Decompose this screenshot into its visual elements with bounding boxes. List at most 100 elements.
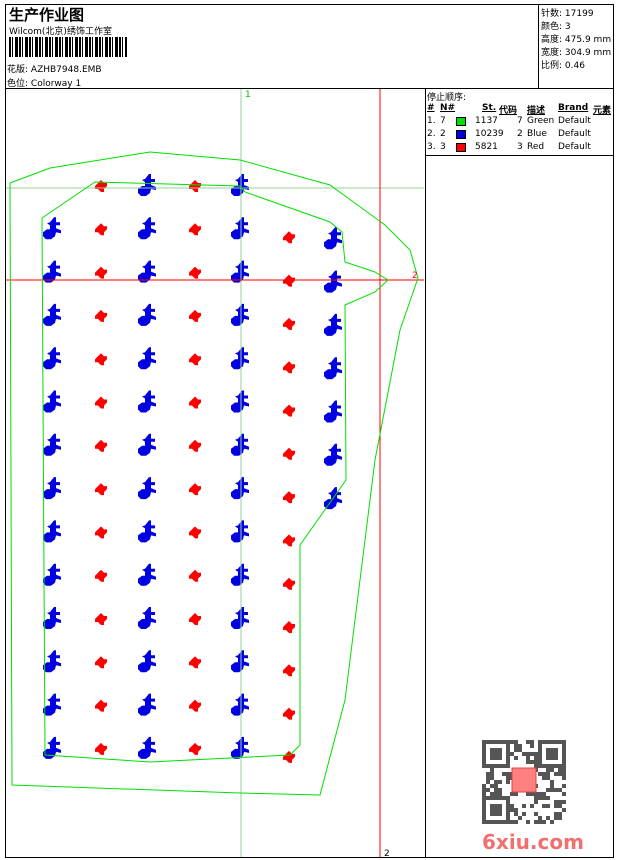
divider xyxy=(425,155,614,156)
blue-motif xyxy=(138,303,156,326)
blue-motif xyxy=(43,477,61,500)
red-motif xyxy=(283,534,295,547)
design-label: 花版: xyxy=(7,65,29,75)
cell-code: 3 xyxy=(517,142,523,152)
red-motif xyxy=(95,656,107,669)
cell-brand: Default xyxy=(558,129,591,139)
red-motif xyxy=(189,569,201,582)
red-motif xyxy=(95,699,107,712)
red-motif xyxy=(283,317,295,330)
blue-motif xyxy=(231,607,249,629)
blue-motif xyxy=(138,563,156,586)
blue-motif xyxy=(231,520,249,543)
guide-label-1: 1 xyxy=(245,90,251,100)
red-motif xyxy=(189,699,201,712)
cell-idx: 3. xyxy=(427,142,436,152)
blue-motif xyxy=(138,433,156,456)
design-name: 花版: AZHB7948.EMB xyxy=(7,62,102,75)
cell-desc: Blue xyxy=(527,129,547,139)
blue-motif xyxy=(324,357,342,380)
qr-code xyxy=(482,740,566,824)
blue-motif xyxy=(231,477,249,500)
red-motif xyxy=(283,577,295,590)
barcode xyxy=(9,37,127,57)
red-motif xyxy=(283,491,295,504)
color-swatch xyxy=(456,143,466,152)
cell-desc: Green xyxy=(527,116,555,126)
blue-motif xyxy=(138,607,156,629)
red-motif xyxy=(283,404,295,417)
red-motif xyxy=(189,396,201,409)
blue-motif xyxy=(231,390,249,413)
cell-idx: 1. xyxy=(427,116,436,126)
red-motif xyxy=(189,656,201,669)
red-motif xyxy=(189,439,201,452)
blue-motif xyxy=(231,217,249,240)
cell-st: 10239 xyxy=(475,129,504,139)
red-motif xyxy=(189,526,201,539)
blue-motif xyxy=(138,390,156,413)
blue-motif xyxy=(43,347,61,370)
red-motif xyxy=(189,223,201,236)
cell-idx: 2. xyxy=(427,129,436,139)
blue-motif xyxy=(324,313,342,336)
cell-st: 5821 xyxy=(475,142,498,152)
blue-motif xyxy=(138,520,156,543)
inner-outline xyxy=(41,181,389,763)
cell-st: 1137 xyxy=(475,116,498,126)
stat-width: 宽度: 304.9 mm xyxy=(541,48,612,58)
blue-motif xyxy=(43,260,61,283)
blue-motif xyxy=(138,347,156,370)
blue-motif xyxy=(43,650,61,673)
stat-stitches: 针数: 17199 xyxy=(541,9,594,19)
watermark-text: 6xiu.com xyxy=(482,830,584,854)
red-motif xyxy=(95,266,107,279)
colorway-value: Colorway 1 xyxy=(30,79,82,89)
stat-scale: 比例: 0.46 xyxy=(541,61,585,71)
stop-sequence-title: 停止顺序: xyxy=(427,93,467,103)
col-header: 代码 xyxy=(499,106,518,116)
cell-brand: Default xyxy=(558,116,591,126)
cell-n: 7 xyxy=(440,116,446,126)
red-motif xyxy=(189,483,201,496)
blue-motif xyxy=(43,390,61,413)
blue-motif xyxy=(43,563,61,586)
blue-motif xyxy=(138,174,156,196)
outer-outline xyxy=(9,151,419,796)
divider xyxy=(5,88,614,89)
red-motif xyxy=(283,750,295,763)
blue-motif xyxy=(43,520,61,543)
blue-motif xyxy=(231,563,249,586)
red-motif xyxy=(283,664,295,677)
red-motif xyxy=(95,742,107,755)
divider xyxy=(425,88,426,858)
red-motif xyxy=(283,274,295,287)
red-motif xyxy=(95,180,107,192)
cell-code: 2 xyxy=(517,129,523,139)
blue-motif xyxy=(138,736,156,759)
red-motif xyxy=(283,447,295,460)
blue-motif xyxy=(324,400,342,423)
blue-motif xyxy=(138,650,156,673)
red-motif xyxy=(189,613,201,625)
red-motif xyxy=(189,742,201,755)
blue-motif xyxy=(43,736,61,759)
blue-motif xyxy=(43,217,61,240)
blue-motif xyxy=(324,270,342,293)
blue-motif xyxy=(231,174,249,196)
red-motif xyxy=(283,621,295,633)
col-header: Brand xyxy=(558,103,589,113)
divider xyxy=(538,4,539,88)
blue-motif xyxy=(138,260,156,283)
red-motif xyxy=(95,309,107,322)
blue-motif xyxy=(231,650,249,673)
red-motif xyxy=(95,526,107,539)
blue-motif xyxy=(324,443,342,466)
col-header: # xyxy=(427,103,435,113)
red-motif xyxy=(95,223,107,236)
guide-label-2-bottom: 2 xyxy=(384,849,390,859)
red-motif xyxy=(95,569,107,582)
stat-colors: 颜色: 3 xyxy=(541,22,571,32)
blue-motif xyxy=(43,607,61,629)
